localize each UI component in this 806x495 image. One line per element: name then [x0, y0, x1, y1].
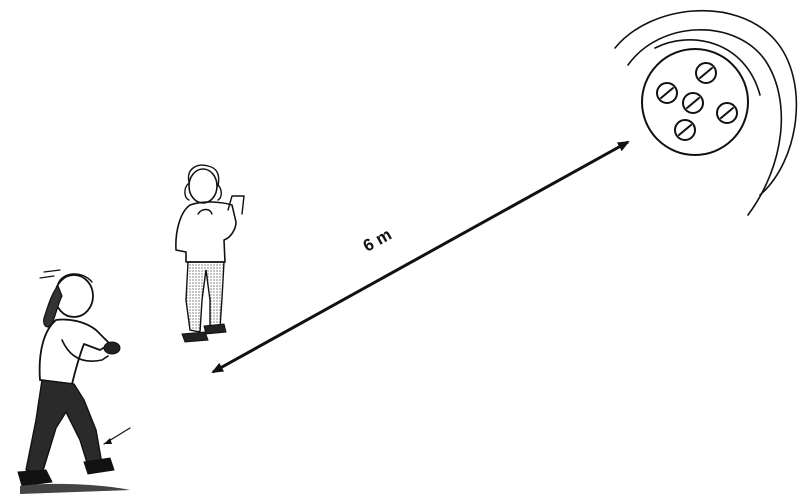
puck	[657, 83, 677, 103]
distance-arrow	[213, 142, 628, 372]
puck	[683, 93, 703, 113]
puck	[717, 103, 737, 123]
outer-arc-3	[655, 40, 760, 95]
outer-arc-2	[628, 30, 781, 215]
throwing-child-illustration	[18, 270, 130, 494]
distance-label: 6 m	[360, 225, 395, 256]
puck	[675, 120, 695, 140]
target-zone	[615, 11, 796, 215]
standing-child-illustration	[176, 165, 244, 342]
puck-group	[657, 63, 737, 140]
puck	[696, 63, 716, 83]
